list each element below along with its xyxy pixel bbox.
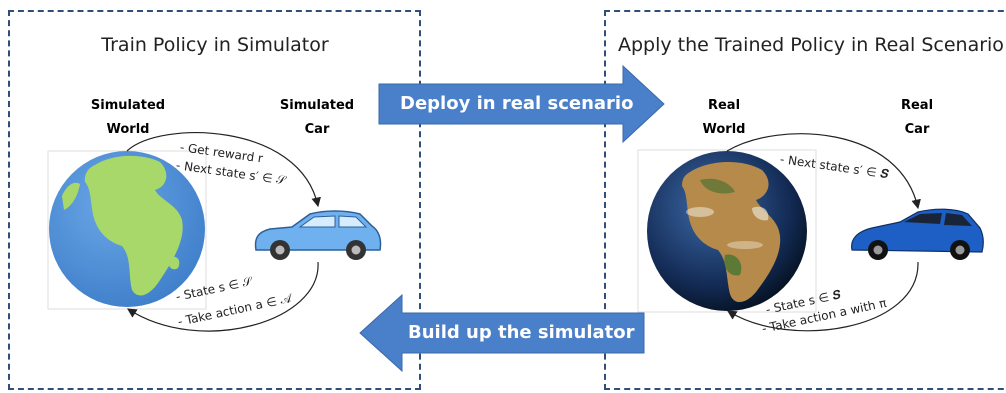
simulated-globe-icon bbox=[47, 150, 207, 310]
right-bottom-curve bbox=[726, 261, 919, 332]
real-car-icon bbox=[850, 208, 984, 260]
simulated-car-icon bbox=[250, 209, 384, 261]
right-top-curve bbox=[726, 133, 921, 210]
left-panel-title: Train Policy in Simulator bbox=[101, 34, 329, 56]
right-panel-title: Apply the Trained Policy in Real Scenari… bbox=[618, 34, 1004, 56]
build-arrow bbox=[359, 293, 645, 373]
real-globe-icon bbox=[637, 149, 817, 313]
left-top-curve bbox=[126, 132, 321, 208]
right-panel bbox=[604, 10, 1006, 390]
build-arrow-label: Build up the simulator bbox=[408, 322, 635, 343]
left-bottom-curve bbox=[126, 261, 319, 332]
deploy-arrow bbox=[378, 64, 665, 144]
deploy-arrow-label: Deploy in real scenario bbox=[400, 93, 634, 114]
left-panel bbox=[8, 10, 421, 390]
